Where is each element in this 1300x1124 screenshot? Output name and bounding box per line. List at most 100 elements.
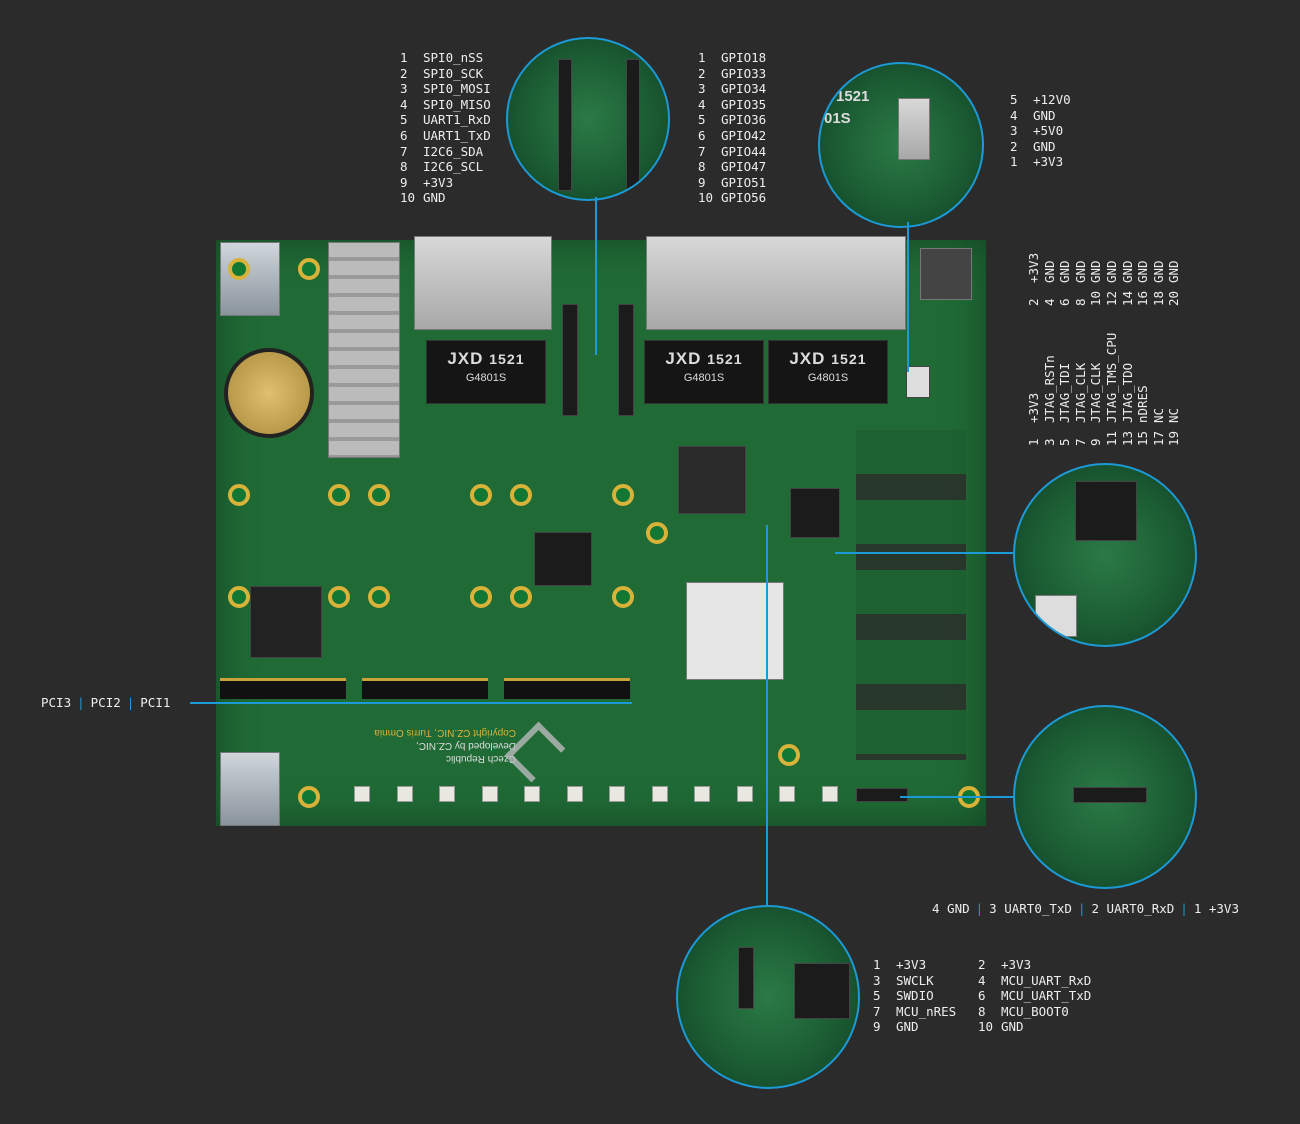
pin-label: JTAG_TMS_CPU [1103, 332, 1119, 423]
pin-label: GPIO33 [721, 65, 767, 81]
pin-number: 4 [400, 96, 408, 112]
pin-label: GND [1033, 138, 1056, 154]
pin-label: +12V0 [1033, 92, 1071, 107]
pin-row: 1+3V3 [1026, 333, 1042, 446]
mounting-hole [368, 484, 390, 506]
pin-number: 2 [1010, 138, 1018, 154]
status-led [396, 786, 413, 802]
pin-row: 3+5V0 [1010, 123, 1071, 139]
pin-label: GND [1150, 260, 1166, 283]
pin-row: 1+3V3 [873, 957, 956, 973]
pin-number: 1 [1026, 438, 1041, 446]
pin-row: 10GND [1088, 253, 1104, 306]
pin-label: JTAG_TDI [1057, 362, 1073, 423]
pin-row: 4 SPI0_MISO [400, 97, 491, 113]
pin-row: 5 JTAG_TDI [1057, 333, 1073, 446]
pin-label: SPI0_MISO [423, 96, 491, 112]
mounting-hole [228, 586, 250, 608]
pin-number: 14 [1119, 290, 1135, 306]
uart-labels: 4 GND|3 UART0_TxD|2 UART0_RxD|1 +3V3 [932, 901, 1239, 916]
status-led [736, 786, 753, 802]
mounting-hole [298, 786, 320, 808]
pin-number: 5 [400, 112, 408, 128]
pin-row: 7JTAG_CLK [1073, 333, 1089, 446]
pin-label: GPIO34 [721, 81, 767, 97]
status-led [651, 786, 668, 802]
pin-label: SWCLK [896, 972, 934, 988]
pin-label: GND [1041, 260, 1057, 283]
pin-number: 15 [1135, 430, 1151, 446]
pin-label: GND [1119, 260, 1135, 283]
status-led [524, 786, 540, 802]
mounting-hole [612, 484, 634, 506]
mcu-chip [790, 488, 840, 538]
pin-row: 20GND [1166, 253, 1182, 306]
pin-number: 2 [978, 957, 986, 972]
pin-label: GPIO36 [721, 112, 767, 128]
pci-slot-3 [220, 678, 346, 699]
silkscreen: Czech Republic Developed by CZ.NIC, Copy… [374, 727, 516, 764]
pin-row: 14 GND [1120, 253, 1136, 306]
pin-number: 12 [1103, 290, 1119, 306]
pin-row: 2 GND [1010, 139, 1071, 155]
ethernet-port-2 [646, 236, 906, 330]
pin-row: 8GND [1073, 253, 1089, 306]
pin-number: 3 [873, 972, 881, 988]
line-pci [190, 702, 632, 704]
pin-row: 16GND [1135, 253, 1151, 306]
pin-number: 2 [1026, 298, 1041, 306]
pin-number: 5 [1057, 438, 1073, 446]
status-led [821, 786, 838, 802]
pin-number: 8 [400, 159, 408, 175]
sfp-cage [328, 242, 400, 458]
separator: | [1180, 901, 1188, 916]
pin-row: 17NC [1151, 333, 1167, 446]
sim-slot [250, 586, 322, 658]
usb-port-top [220, 242, 280, 316]
pin-label: I2C6_SDA [423, 143, 484, 159]
status-led [481, 786, 498, 802]
ram-chip [534, 532, 592, 586]
pin-label: UART1_TxD [423, 127, 491, 143]
ethernet-port-1 [414, 236, 552, 330]
pin-label: +3V3 [896, 957, 927, 972]
dc-jack [920, 248, 972, 300]
pin-label: +3V3 [423, 174, 454, 190]
line-mcu [766, 525, 768, 905]
slot-label: 2 UART0_RxD [1091, 901, 1175, 916]
gpio-header-right [618, 304, 634, 416]
pin-row: 4GND [1042, 253, 1058, 306]
pin-label: SPI0_SCK [423, 65, 484, 81]
mounting-hole [328, 586, 350, 608]
pin-number: 13 [1119, 430, 1135, 446]
pin-number: 4 [698, 96, 706, 112]
pin-number: 5 [873, 988, 881, 1004]
mounting-hole [778, 744, 800, 766]
pin-number: 19 [1166, 430, 1182, 446]
pci-slot-1 [504, 678, 630, 699]
slot-label: 4 GND [932, 901, 970, 916]
pin-label: JTAG_CLK [1088, 362, 1104, 423]
coin-battery [224, 348, 314, 438]
pin-row: 1+3V3 [1010, 154, 1071, 170]
pin-label: MCU_nRES [896, 1003, 957, 1019]
pin-label: JTAG_RSTn [1041, 355, 1057, 423]
pin-number: 3 [1041, 438, 1057, 446]
mounting-hole [298, 258, 320, 280]
line-uart [900, 796, 1013, 798]
